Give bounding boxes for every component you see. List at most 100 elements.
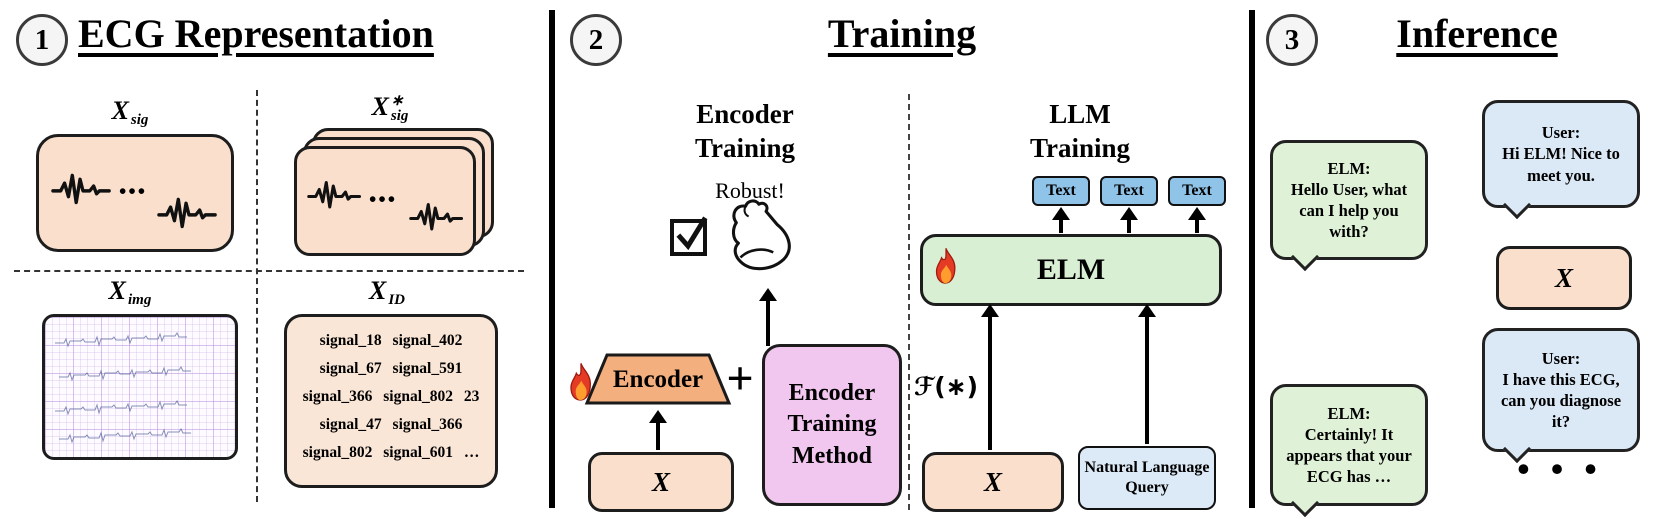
- encoder-function-label: ℱ(∗): [914, 372, 978, 401]
- llm-training-heading-line1: LLM: [1049, 99, 1111, 129]
- encoder-training-heading-line1: Encoder: [696, 99, 794, 129]
- robust-label: Robust!: [715, 178, 785, 203]
- x-input-label: X: [651, 466, 670, 497]
- panel3-number: 3: [1284, 23, 1300, 56]
- chat-bubble-user-2: User: I have this ECG, can you diagnose …: [1482, 328, 1640, 464]
- signal-id-line: signal_47 signal_366: [319, 415, 463, 433]
- llm-training-heading: LLM Training: [985, 98, 1175, 166]
- encoder-label: Encoder: [612, 366, 704, 393]
- x-img-sub: img: [128, 292, 152, 309]
- conversation-ellipsis: • • •: [1517, 449, 1603, 489]
- natural-language-query-box: Natural Language Query: [1078, 446, 1216, 510]
- text-token-label: Text: [1182, 182, 1212, 199]
- ecg-image-card: [42, 314, 238, 460]
- bubble-tail: [1290, 488, 1320, 518]
- panel1-number: 1: [34, 23, 50, 56]
- panel1-number-badge: 1: [16, 14, 68, 66]
- x-img-sup: [128, 278, 151, 293]
- up-arrow-query-to-elm: [1137, 304, 1157, 444]
- up-arrow-x-to-elm: [980, 304, 1000, 450]
- up-arrow-x-to-encoder: [648, 410, 668, 450]
- x-id-sup: [388, 278, 405, 293]
- x-input-label: X: [983, 466, 1002, 497]
- ecg-signal-box: •••: [36, 134, 234, 252]
- ecg-waveform-icon: [51, 163, 113, 211]
- x-sig-star-sup: ∗: [390, 93, 404, 110]
- up-arrow-elm-to-text: [1187, 207, 1207, 233]
- encoder-training-heading-line2: Training: [694, 132, 796, 163]
- ecg-waveform-icon: [409, 193, 465, 237]
- panel2-number: 2: [588, 23, 604, 56]
- x-sig-star-label: X∗sig: [315, 92, 465, 124]
- chat-bubble-elm-1: ELM: Hello User, what can I help you wit…: [1270, 140, 1428, 272]
- x-img-base: X: [108, 276, 126, 305]
- chat-speaker: User:: [1541, 348, 1581, 368]
- x-id-sub: ID: [388, 292, 405, 309]
- signal-id-line: signal_18 signal_402: [319, 332, 463, 349]
- chat-text: Certainly! It appears that your ECG has …: [1286, 424, 1412, 487]
- up-arrow-elm-to-text: [1119, 207, 1139, 233]
- chat-text: Hi ELM! Nice to meet you.: [1502, 144, 1620, 185]
- x-input-label: X: [1554, 262, 1573, 293]
- chat-speaker: User:: [1541, 123, 1581, 143]
- quadrant-divider-vertical: [256, 90, 258, 502]
- ecg-stack-card-front: •••: [294, 146, 476, 256]
- chat-bubble-user-1: User: Hi ELM! Nice to meet you.: [1482, 100, 1640, 220]
- quadrant-divider-horizontal: [14, 270, 524, 272]
- x-sig-star-base: X: [371, 92, 389, 121]
- panel1-title: ECG Representation: [78, 11, 434, 56]
- x-input-box: X: [588, 452, 734, 512]
- encoder-training-method-box: Encoder Training Method: [762, 344, 902, 506]
- panel-divider: [549, 10, 555, 508]
- ecg-waveform-icon: [307, 171, 363, 215]
- elm-label: ELM: [1036, 253, 1106, 286]
- panel-divider: [1249, 10, 1255, 508]
- up-arrow-to-robust: [758, 288, 778, 346]
- signal-id-box: signal_18 signal_402 signal_67 signal_59…: [284, 314, 498, 488]
- text-token-box: Text: [1032, 176, 1090, 206]
- x-sig-sub: sig: [130, 112, 149, 129]
- chat-bubble-elm-2: ELM: Certainly! It appears that your ECG…: [1270, 384, 1428, 518]
- signal-id-line: signal_67 signal_591: [319, 359, 463, 377]
- checked-checkbox-icon: [668, 212, 714, 258]
- chat-text: I have this ECG, can you diagnose it?: [1500, 369, 1622, 432]
- x-sig-base: X: [111, 96, 129, 125]
- text-token-label: Text: [1114, 182, 1144, 199]
- chat-text: Hello User, what can I help you with?: [1290, 179, 1408, 242]
- x-input-box: X: [922, 452, 1064, 512]
- signal-id-line: signal_802 signal_601 …: [302, 443, 480, 461]
- panel3-title: Inference: [1396, 11, 1558, 56]
- panel3-number-badge: 3: [1266, 14, 1318, 66]
- fire-icon: [566, 362, 596, 402]
- llm-training-heading-line2: Training: [1029, 132, 1131, 163]
- bubble-tail: [1502, 190, 1532, 220]
- up-arrow-elm-to-text: [1051, 207, 1071, 233]
- encoder-trapezoid: [582, 352, 734, 406]
- x-id-base: X: [368, 276, 387, 305]
- x-input-box: X: [1496, 246, 1632, 310]
- panel2-number-badge: 2: [570, 14, 622, 66]
- ecg-ellipsis: •••: [369, 187, 398, 211]
- x-sig-sup: [131, 98, 149, 113]
- flexed-bicep-icon: [722, 196, 804, 278]
- elm-box: ELM: [920, 234, 1222, 306]
- ecg-ellipsis: •••: [119, 179, 148, 203]
- ecg-waveform-icon: [157, 187, 219, 235]
- encoder-training-heading: Encoder Training: [650, 98, 840, 166]
- x-sig-star-sub: sig: [390, 108, 409, 125]
- chat-speaker: ELM:: [1327, 403, 1371, 423]
- encoder-training-method-label: Encoder Training Method: [787, 380, 877, 469]
- text-token-box: Text: [1100, 176, 1158, 206]
- text-token-box: Text: [1168, 176, 1226, 206]
- training-sub-divider: [908, 94, 910, 510]
- bubble-tail: [1290, 242, 1320, 272]
- panel2-title: Training: [827, 11, 977, 56]
- natural-language-query-label: Natural Language Query: [1084, 459, 1210, 496]
- chat-speaker: ELM:: [1327, 158, 1371, 178]
- plus-sign: +: [726, 352, 754, 405]
- text-token-label: Text: [1046, 182, 1076, 199]
